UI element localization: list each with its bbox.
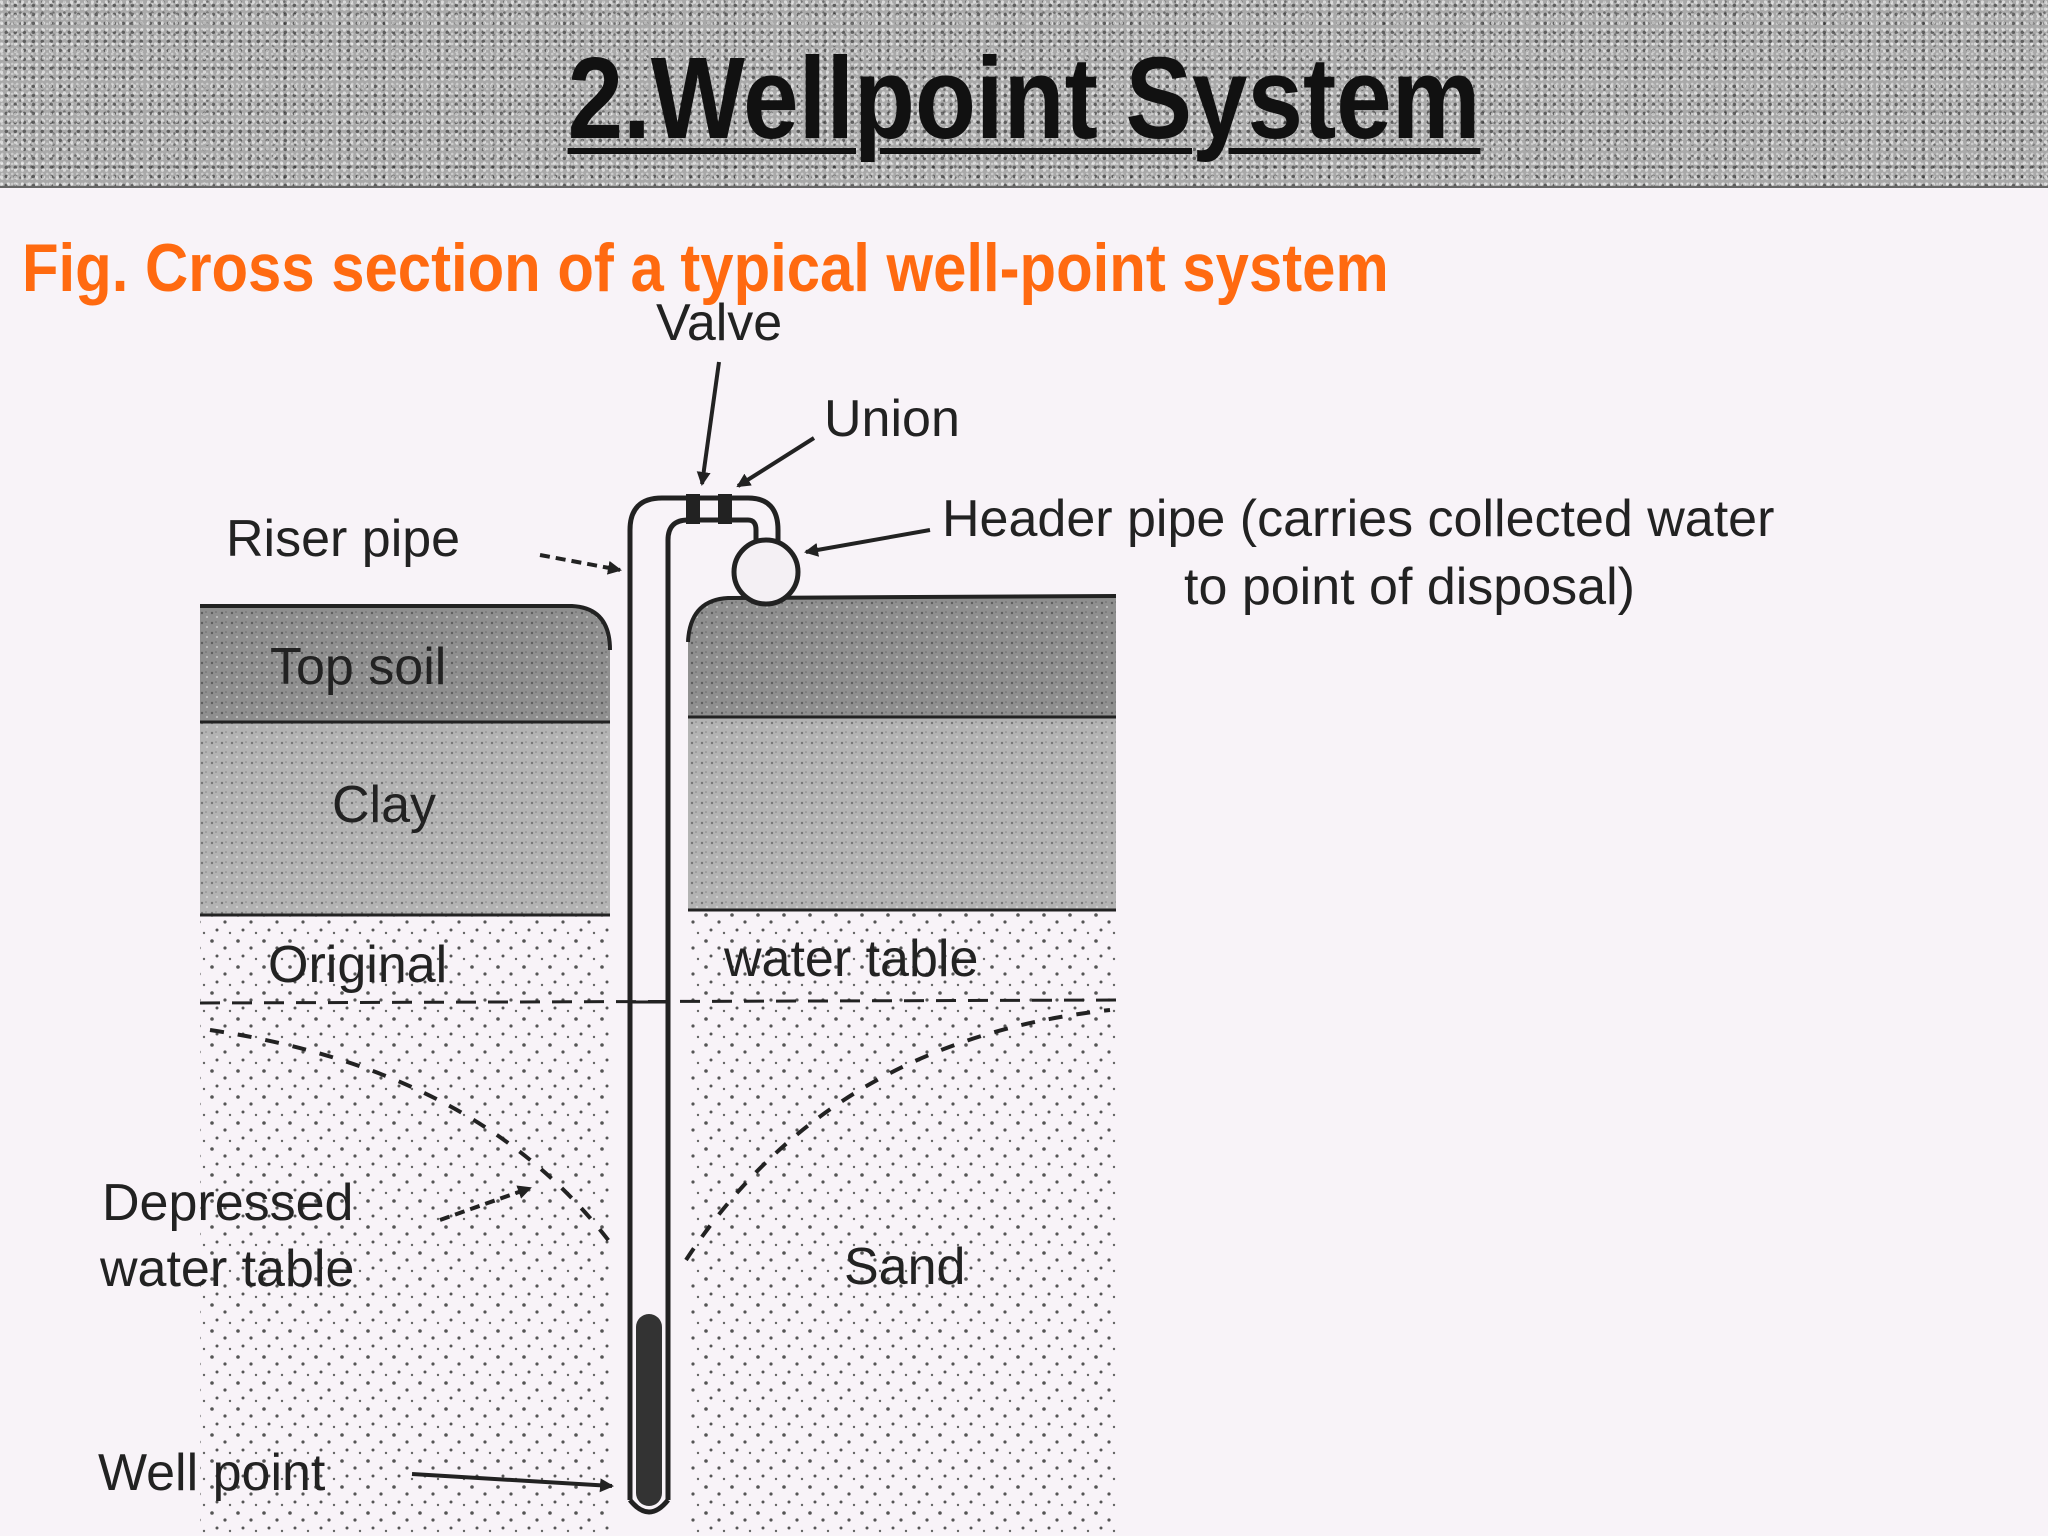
depressed-label-line1: Depressed xyxy=(102,1174,354,1232)
clay-label: Clay xyxy=(332,776,437,834)
slide-title: 2.Wellpoint System xyxy=(567,33,1481,163)
sand-label: Sand xyxy=(844,1238,966,1296)
clay-layer xyxy=(200,717,1116,917)
union-marker xyxy=(718,494,732,524)
header-pipe-label-line2: to point of disposal) xyxy=(1184,558,1635,616)
well-point xyxy=(636,1314,662,1506)
figure-caption: Fig. Cross section of a typical well-poi… xyxy=(22,230,1389,306)
valve-marker xyxy=(686,494,700,524)
union-label: Union xyxy=(824,390,960,448)
label-arrows xyxy=(411,361,931,1493)
depressed-label-line2: water table xyxy=(100,1240,355,1298)
original-label: Original xyxy=(268,936,448,994)
water-table-label: water table xyxy=(724,930,979,988)
header-pipe-label-line1: Header pipe (carries collected water xyxy=(942,490,1775,548)
title-banner xyxy=(0,0,2048,188)
well-point-label: Well point xyxy=(98,1444,326,1502)
top-soil-label: Top soil xyxy=(270,638,447,696)
sand-layer xyxy=(200,910,1116,1536)
riser-pipe-label: Riser pipe xyxy=(226,510,461,568)
header-pipe xyxy=(731,537,801,607)
top-soil-layer xyxy=(200,594,1117,724)
valve-label: Valve xyxy=(656,294,783,352)
